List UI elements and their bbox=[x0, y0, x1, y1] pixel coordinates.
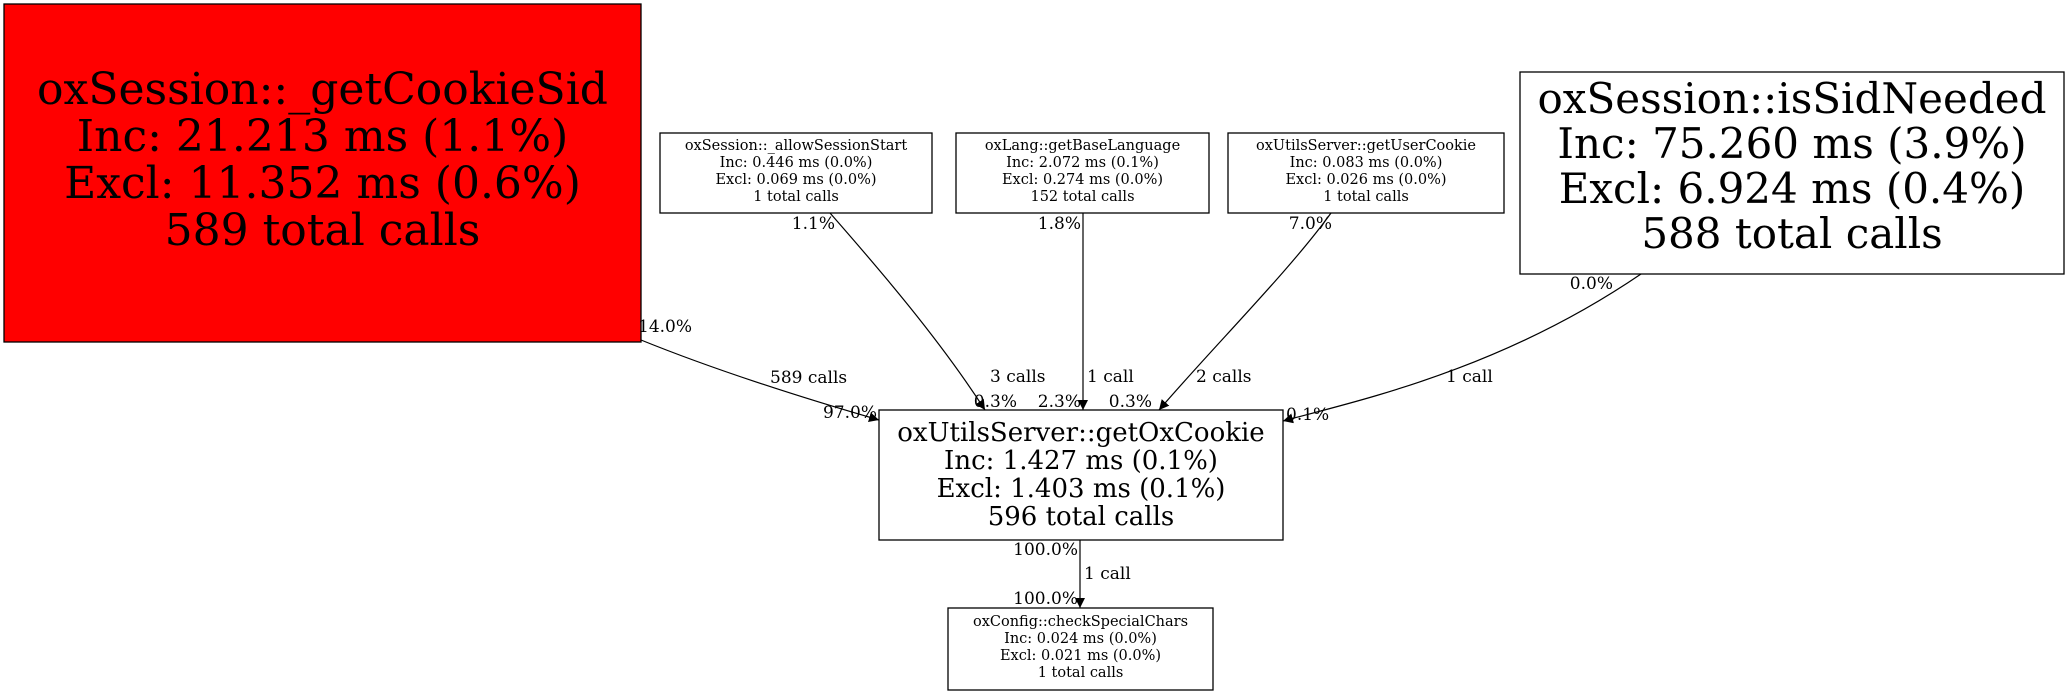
node-function-name: oxUtilsServer::getOxCookie bbox=[897, 418, 1264, 448]
edge-tail-percent: 1.1% bbox=[792, 214, 835, 234]
edge-head-percent: 0.3% bbox=[974, 392, 1017, 412]
node-total-calls: 596 total calls bbox=[988, 502, 1175, 532]
node-function-name: oxConfig::checkSpecialChars bbox=[973, 614, 1188, 630]
node-total-calls: 1 total calls bbox=[1038, 665, 1124, 681]
edge-call-count: 589 calls bbox=[770, 368, 847, 388]
node-exclusive-time: Excl: 6.924 ms (0.4%) bbox=[1559, 164, 2026, 213]
node-inclusive-time: Inc: 75.260 ms (3.9%) bbox=[1557, 119, 2026, 168]
node-exclusive-time: Excl: 0.021 ms (0.0%) bbox=[1000, 648, 1161, 664]
edge-isSidNeeded-to-getOxCookie bbox=[1282, 273, 1642, 424]
edge-call-count: 2 calls bbox=[1196, 367, 1251, 387]
node-inclusive-time: Inc: 0.083 ms (0.0%) bbox=[1290, 155, 1443, 171]
edge-arrow bbox=[1158, 212, 1332, 411]
edge-tail-percent: 100.0% bbox=[1013, 540, 1078, 560]
edge-call-count: 1 call bbox=[1087, 367, 1134, 387]
node-function-name: oxSession::_allowSessionStart bbox=[685, 138, 908, 154]
edge-tail-percent: 7.0% bbox=[1289, 214, 1332, 234]
node-function-name: oxLang::getBaseLanguage bbox=[985, 138, 1180, 154]
node-inclusive-time: Inc: 0.446 ms (0.0%) bbox=[720, 155, 873, 171]
edge-head-percent: 100.0% bbox=[1013, 589, 1078, 609]
node-total-calls: 152 total calls bbox=[1030, 189, 1134, 205]
node-function-name: oxSession::_getCookieSid bbox=[37, 64, 608, 115]
node-box bbox=[3, 3, 642, 343]
node-inclusive-time: Inc: 0.024 ms (0.0%) bbox=[1004, 631, 1157, 647]
edge-arrow bbox=[829, 212, 986, 411]
node-inclusive-time: Inc: 1.427 ms (0.1%) bbox=[944, 446, 1218, 476]
edge-head-percent: 0.1% bbox=[1286, 405, 1329, 425]
edge-getCookieSid-to-getOxCookie bbox=[640, 339, 880, 423]
node-box bbox=[1519, 71, 2065, 275]
node-inclusive-time: Inc: 2.072 ms (0.1%) bbox=[1006, 155, 1159, 171]
edge-call-count: 1 call bbox=[1446, 367, 1493, 387]
edge-getUserCookie-to-getOxCookie bbox=[1158, 212, 1332, 411]
node-exclusive-time: Excl: 11.352 ms (0.6%) bbox=[64, 158, 581, 209]
edge-head-percent: 0.3% bbox=[1109, 392, 1152, 412]
edge-allowSessionStart-to-getOxCookie bbox=[829, 212, 986, 411]
edge-head-percent: 2.3% bbox=[1038, 392, 1081, 412]
node-box bbox=[1227, 132, 1505, 214]
node-total-calls: 1 total calls bbox=[1323, 189, 1409, 205]
edge-arrow bbox=[1282, 273, 1642, 424]
node-box bbox=[947, 607, 1214, 691]
node-exclusive-time: Excl: 0.069 ms (0.0%) bbox=[715, 172, 876, 188]
node-total-calls: 588 total calls bbox=[1641, 209, 1942, 258]
edge-tail-percent: 0.0% bbox=[1570, 274, 1613, 294]
edge-tail-percent: 1.8% bbox=[1038, 214, 1081, 234]
edge-call-count: 3 calls bbox=[990, 367, 1045, 387]
node-box bbox=[659, 132, 933, 214]
node-total-calls: 589 total calls bbox=[165, 205, 481, 256]
edge-tail-percent: 14.0% bbox=[638, 317, 692, 337]
node-box bbox=[878, 409, 1284, 541]
node-inclusive-time: Inc: 21.213 ms (1.1%) bbox=[77, 111, 569, 162]
node-function-name: oxSession::isSidNeeded bbox=[1538, 74, 2047, 123]
edge-head-percent: 97.0% bbox=[823, 403, 877, 423]
edge-call-count: 1 call bbox=[1084, 564, 1131, 584]
node-exclusive-time: Excl: 0.026 ms (0.0%) bbox=[1285, 172, 1446, 188]
node-exclusive-time: Excl: 1.403 ms (0.1%) bbox=[937, 474, 1226, 504]
node-function-name: oxUtilsServer::getUserCookie bbox=[1256, 138, 1476, 154]
node-total-calls: 1 total calls bbox=[753, 189, 839, 205]
node-exclusive-time: Excl: 0.274 ms (0.0%) bbox=[1002, 172, 1163, 188]
edge-arrow bbox=[640, 339, 880, 423]
node-box bbox=[955, 132, 1210, 214]
